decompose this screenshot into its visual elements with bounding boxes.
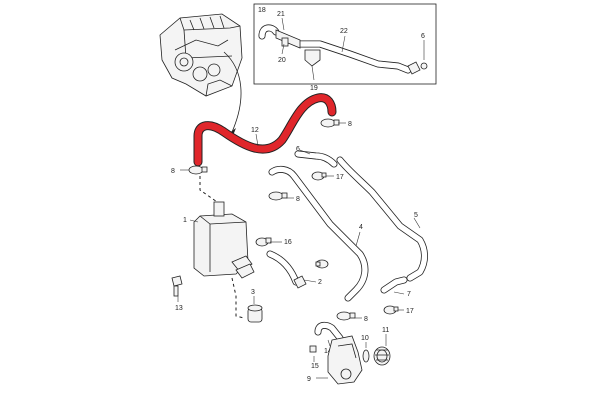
callout-15: 15: [311, 363, 319, 370]
callout-22: 22: [340, 28, 348, 35]
callout-6-main: 6: [296, 146, 300, 153]
callout-7: 7: [407, 291, 411, 298]
callout-16: 16: [284, 239, 292, 246]
highlighted-hose-12: [193, 93, 337, 167]
callout-4: 4: [359, 224, 363, 231]
highlighted-hose-fill: [194, 94, 336, 166]
engine-location-arrow: [223, 51, 242, 133]
callout-18: 18: [258, 7, 266, 14]
callout-12: 12: [251, 127, 259, 134]
callout-9: 9: [307, 376, 311, 383]
clamp-hose-2: [315, 259, 329, 269]
oil-separator-1: [193, 201, 255, 279]
callout-8-top: 8: [348, 121, 352, 128]
callout-11: 11: [382, 327, 389, 334]
grommet-3: [247, 304, 263, 323]
part-15: [309, 345, 317, 353]
callout-8-low: 8: [364, 316, 368, 323]
callout-13: 13: [175, 305, 183, 312]
callout-14: 14: [324, 348, 332, 355]
dashed-line-separator-grommet: [231, 277, 245, 319]
callout-5: 5: [414, 212, 418, 219]
nipple-11: [373, 346, 391, 366]
dashed-line-clamp-separator: [199, 176, 221, 210]
clamp-8-top: [320, 118, 340, 128]
callout-6-inset: 6: [421, 33, 425, 40]
callout-21: 21: [277, 11, 285, 18]
hose-4: [268, 165, 369, 302]
hose-7: [380, 276, 408, 294]
bolt-13: [171, 275, 183, 297]
clamp-8-left: [188, 165, 208, 175]
callout-10: 10: [361, 335, 369, 342]
hose-6: [294, 150, 338, 168]
callout-2: 2: [318, 279, 322, 286]
o-ring-10: [362, 349, 370, 363]
callout-3: 3: [251, 289, 255, 296]
hose-5: [336, 156, 428, 282]
callout-19: 19: [310, 85, 318, 92]
hose-14: [314, 321, 344, 342]
callout-1: 1: [183, 217, 187, 224]
engine-illustration: [159, 13, 243, 97]
clamp-8-mid: [268, 191, 288, 201]
callout-17-upper: 17: [336, 174, 344, 181]
valve-housing-9: [327, 335, 363, 385]
clamp-8-low: [336, 311, 356, 321]
clamp-16: [255, 237, 272, 247]
clamp-17-lower: [383, 305, 399, 315]
callout-8-mid: 8: [296, 196, 300, 203]
inset-hose: [258, 24, 428, 75]
clamp-17-upper: [311, 171, 327, 181]
callout-8-left: 8: [171, 168, 175, 175]
callout-20: 20: [278, 57, 286, 64]
callout-17-lower: 17: [406, 308, 414, 315]
hose-2: [266, 250, 307, 289]
